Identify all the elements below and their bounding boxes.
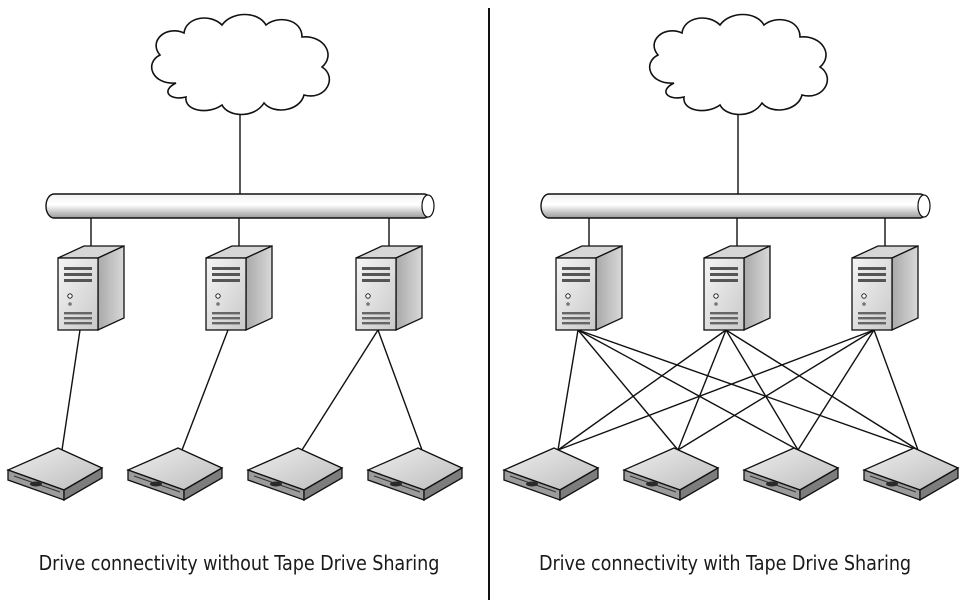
cloud-icon (648, 13, 829, 116)
server-icon (205, 244, 273, 332)
drive-connection (557, 329, 727, 451)
server-icon (851, 244, 919, 332)
drive-connection (557, 329, 875, 451)
drive-connection (577, 329, 919, 451)
drive-connection (873, 329, 919, 451)
tape-drive-icon (126, 447, 224, 502)
drive-connection (61, 329, 81, 451)
drive-connection (577, 329, 799, 451)
tape-drive-icon (862, 447, 960, 502)
drive-connection (725, 329, 799, 451)
cloud-icon (150, 13, 331, 116)
tape-drive-icon (502, 447, 600, 502)
drive-connection (557, 329, 579, 451)
tape-drive-icon (366, 447, 464, 502)
drive-connection (181, 329, 229, 451)
network-bus (540, 193, 931, 219)
drive-connection (301, 329, 379, 451)
drive-connection (797, 329, 875, 451)
diagram-objects (6, 13, 960, 502)
tape-drive-icon (6, 447, 104, 502)
drive-connection (725, 329, 919, 451)
tape-drive-icon (742, 447, 840, 502)
server-icon (555, 244, 623, 332)
server-icon (355, 244, 423, 332)
connection-lines (61, 114, 919, 451)
drive-connection (577, 329, 679, 451)
server-icon (703, 244, 771, 332)
caption-without-sharing: Drive connectivity without Tape Drive Sh… (38, 551, 440, 575)
drive-connection (677, 329, 727, 451)
tape-drive-icon (246, 447, 344, 502)
server-icon (57, 244, 125, 332)
drive-connection (377, 329, 423, 451)
drive-connection (677, 329, 875, 451)
tape-drive-icon (622, 447, 720, 502)
caption-with-sharing: Drive connectivity with Tape Drive Shari… (538, 551, 912, 575)
network-bus (45, 193, 435, 219)
